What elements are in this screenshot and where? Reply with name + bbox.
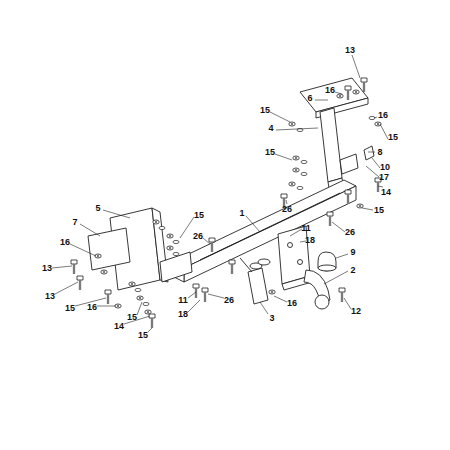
callout-number: 16 bbox=[325, 86, 335, 95]
callout-number: 16 bbox=[87, 303, 97, 312]
callout-number: 11 bbox=[301, 224, 311, 233]
callout-number: 13 bbox=[345, 46, 355, 55]
callout-number: 1 bbox=[239, 209, 244, 218]
callout-number: 18 bbox=[178, 310, 188, 319]
callout-number: 6 bbox=[307, 94, 312, 103]
callout-number: 13 bbox=[42, 264, 52, 273]
callout-number: 17 bbox=[379, 173, 389, 182]
callout-number: 15 bbox=[260, 106, 270, 115]
callout-number: 14 bbox=[114, 322, 124, 331]
callout-number: 12 bbox=[351, 307, 361, 316]
callout-number: 7 bbox=[72, 218, 77, 227]
callout-number: 14 bbox=[381, 188, 391, 197]
callout-number: 16 bbox=[378, 111, 388, 120]
callout-number: 10 bbox=[380, 163, 390, 172]
callout-number: 26 bbox=[282, 205, 292, 214]
callout-number: 15 bbox=[65, 304, 75, 313]
callout-number: 15 bbox=[194, 211, 204, 220]
callout-number: 9 bbox=[350, 248, 355, 257]
callout-number: 26 bbox=[224, 296, 234, 305]
callout-number: 26 bbox=[345, 228, 355, 237]
callout-number: 15 bbox=[138, 331, 148, 340]
callout-number: 3 bbox=[269, 314, 274, 323]
callout-number: 15 bbox=[374, 206, 384, 215]
callout-number: 2 bbox=[350, 266, 355, 275]
callout-number: 5 bbox=[95, 204, 100, 213]
callout-number: 11 bbox=[178, 296, 188, 305]
callout-number: 8 bbox=[377, 148, 382, 157]
callout-number: 15 bbox=[388, 133, 398, 142]
callout-number: 13 bbox=[45, 292, 55, 301]
callout-number: 4 bbox=[268, 124, 273, 133]
callout-number: 16 bbox=[60, 238, 70, 247]
callout-number: 26 bbox=[193, 232, 203, 241]
callout-number: 18 bbox=[305, 236, 315, 245]
callout-number: 16 bbox=[287, 299, 297, 308]
callout-number: 15 bbox=[265, 148, 275, 157]
callout-number: 15 bbox=[127, 313, 137, 322]
